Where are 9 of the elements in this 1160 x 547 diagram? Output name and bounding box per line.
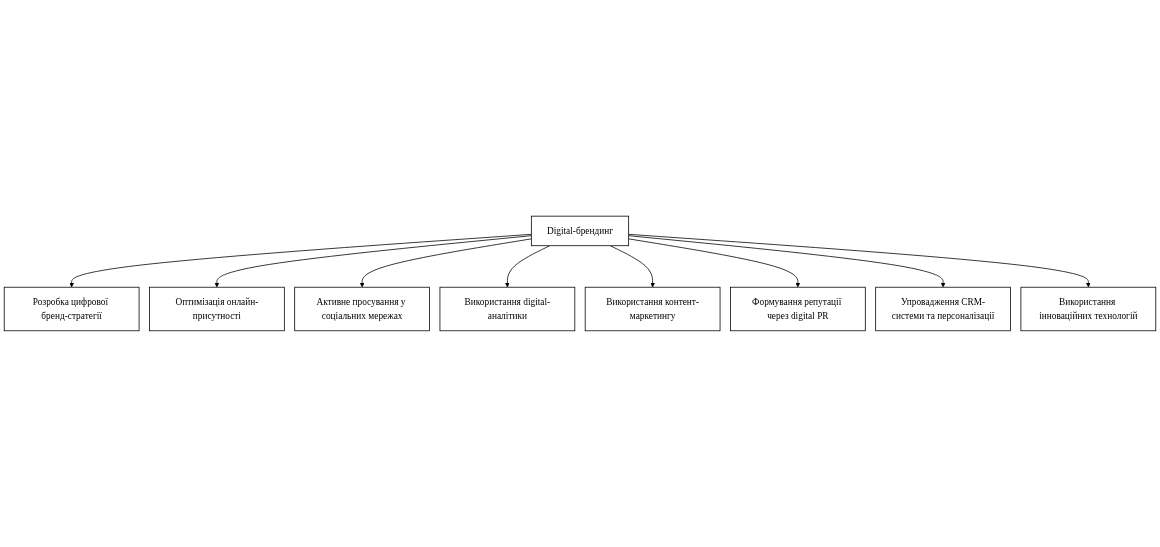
node-box: Розробка цифрової бренд-стратегії xyxy=(3,286,140,332)
node-box: Використання інноваційних технологій xyxy=(1020,286,1157,332)
node-box: Оптимізація онлайн-присутності xyxy=(149,286,285,332)
node-box: Формування репутації через digital PR xyxy=(730,286,866,332)
node-box: Digital-брендинг xyxy=(530,215,630,247)
node-box: Використання контент-маркетингу xyxy=(584,286,721,332)
node-box: Використання digital-аналітики xyxy=(439,286,576,332)
node-box: Активне просування у соціальних мережах xyxy=(294,286,430,332)
node-box: Упровадження CRM-системи та персоналізації xyxy=(875,286,1011,332)
